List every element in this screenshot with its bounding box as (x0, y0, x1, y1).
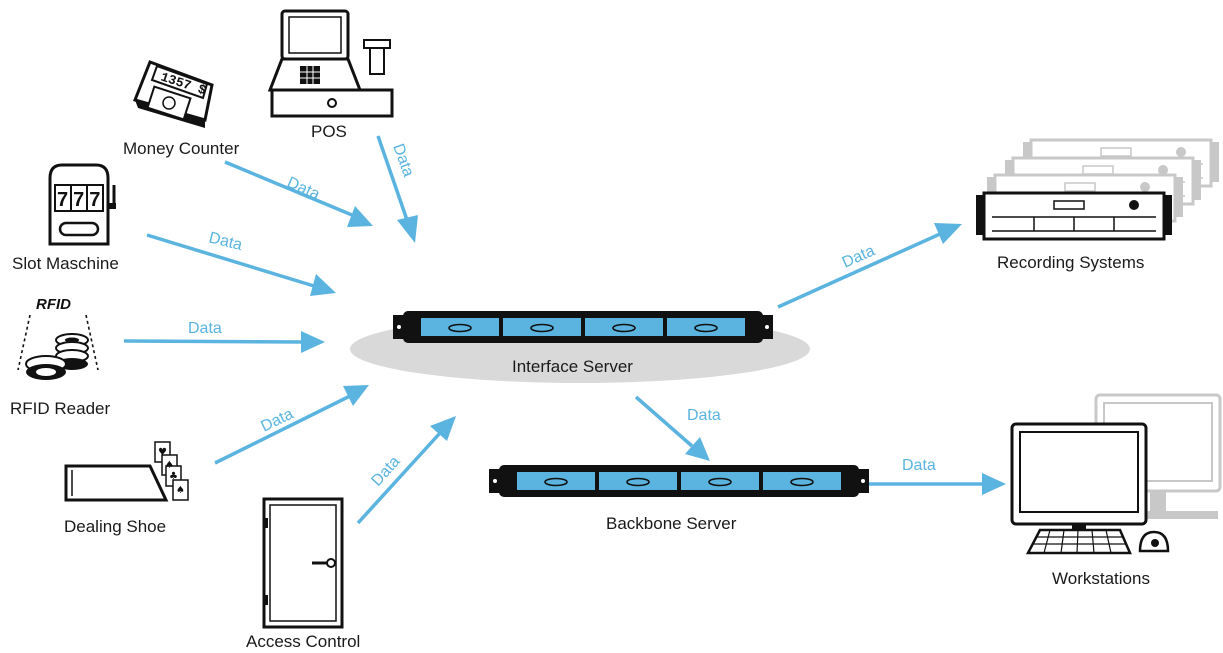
recording-systems-node: Recording Systems (974, 138, 1221, 272)
rfid-logo: RFID (36, 296, 71, 313)
recording-systems-icon (974, 138, 1221, 241)
workstations-node: Workstations (1010, 393, 1222, 588)
arrow-access-to-interface (356, 416, 456, 525)
arrow-money-counter-to-interface (224, 160, 373, 227)
flow-label-pos: Data (389, 142, 417, 180)
pos-node: POS (267, 9, 394, 141)
backbone-server-label: Backbone Server (606, 514, 737, 533)
arrow-rfid-to-interface (123, 331, 325, 353)
arrow-pos-to-interface (376, 135, 418, 243)
access-control-node: Access Control (246, 497, 360, 651)
svg-text:♥: ♥ (158, 447, 167, 458)
rfid-reader-node: RFID RFID Reader (10, 296, 110, 418)
svg-text:♣: ♣ (169, 471, 178, 482)
svg-text:♠: ♠ (176, 485, 185, 496)
flow-label-rfid: Data (188, 320, 222, 337)
flow-arrows (123, 135, 1006, 525)
flow-label-access: Data (368, 453, 403, 490)
backbone-server-node: Backbone Server (488, 464, 870, 533)
svg-text:♠: ♠ (165, 460, 174, 471)
money-counter-icon: 1357 $ (132, 60, 214, 128)
workstations-icon (1010, 393, 1222, 555)
backbone-server-icon (488, 464, 870, 498)
workstations-label: Workstations (1052, 569, 1150, 588)
arrow-interface-to-backbone (634, 395, 710, 461)
dealing-shoe-node: ♥ ♠ ♣ ♠ Dealing Shoe (64, 441, 189, 536)
access-control-label: Access Control (246, 632, 360, 651)
door-icon (262, 497, 344, 629)
arrow-backbone-to-workstations (867, 473, 1006, 495)
arrow-interface-to-recording (777, 223, 962, 309)
money-counter-node: 1357 $ Money Counter (123, 60, 240, 158)
dealing-shoe-label: Dealing Shoe (64, 517, 166, 536)
slot-machine-icon: 777 (48, 163, 116, 246)
dealing-shoe-icon: ♥ ♠ ♣ ♠ (64, 441, 189, 502)
slot-machine-reels: 777 (57, 189, 105, 211)
recording-systems-label: Recording Systems (997, 253, 1144, 272)
pos-icon (267, 9, 394, 118)
rfid-reader-label: RFID Reader (10, 399, 110, 418)
arrow-slot-to-interface (146, 233, 336, 296)
interface-server-label: Interface Server (512, 357, 633, 376)
slot-machine-node: 777 Slot Maschine (12, 163, 119, 273)
arrow-shoe-to-interface (214, 385, 369, 465)
rfid-reader-icon: RFID (17, 296, 99, 380)
slot-machine-label: Slot Maschine (12, 254, 119, 273)
interface-server-icon (392, 310, 774, 344)
interface-server-node: Interface Server (350, 310, 810, 383)
flow-label-recording: Data (840, 242, 878, 271)
flow-label-money-counter: Data (284, 174, 322, 203)
flow-label-slot: Data (207, 229, 244, 254)
pos-label: POS (311, 122, 347, 141)
flow-label-backbone: Data (687, 407, 721, 424)
money-counter-label: Money Counter (123, 139, 240, 158)
flow-label-workstations: Data (902, 457, 936, 474)
